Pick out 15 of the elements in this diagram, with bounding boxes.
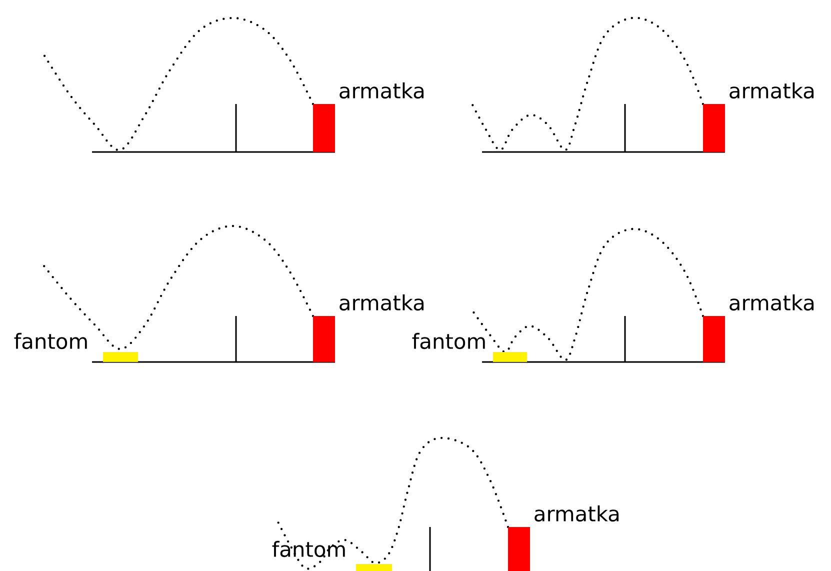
cannon-box: armatka [703,82,814,152]
phantom-bar: fantom [272,540,392,571]
node-label: armatka [340,294,424,311]
node-label: armatka [340,82,424,99]
node-label: armatka [730,294,814,311]
node-label: armatka [534,505,619,522]
cannon-box: armatka [508,505,619,571]
phantom-bar: fantom [412,332,527,362]
node-label: fantom [412,332,485,350]
cannon-box: armatka [703,294,814,362]
node-label: fantom [272,540,345,558]
phantom-bar: fantom [14,332,138,362]
cannon-box: armatka [313,82,424,152]
node-label: armatka [730,82,814,99]
node-label: fantom [14,332,87,350]
